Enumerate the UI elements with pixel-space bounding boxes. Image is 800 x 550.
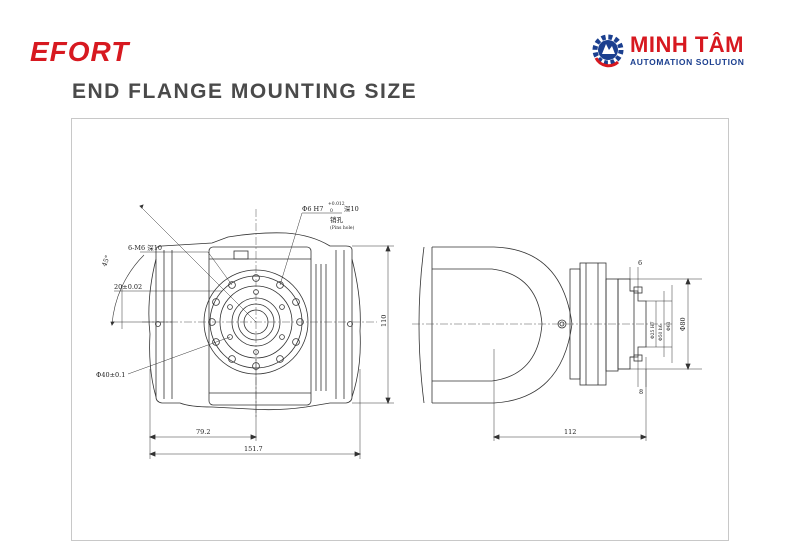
pin-label-cn: 销孔 (330, 215, 344, 224)
pin-depth-label: 深10 (344, 204, 359, 213)
minhtam-logo: MINH TÂM AUTOMATION SOLUTION (590, 30, 770, 70)
screws-label: 6-M6 深10 (128, 243, 162, 252)
height-label: 110 (380, 315, 388, 327)
minhtam-tagline: AUTOMATION SOLUTION (630, 57, 745, 67)
bottom-label: 8 (639, 388, 643, 396)
length-label: 112 (564, 428, 576, 436)
width-inner-label: 79.2 (196, 428, 210, 436)
dia-25-label: Φ25 H7 (650, 321, 656, 339)
angle-label: 45° (100, 254, 111, 268)
efort-logo: EFORT (30, 36, 130, 67)
pin-tol-upper: +0.012 (328, 201, 345, 207)
front-view (148, 232, 361, 411)
width-total-label: 151.7 (244, 445, 263, 453)
pin-tol-lower: 0 (330, 208, 333, 214)
pin-hole-label: Φ6 H7 (302, 205, 323, 213)
page-title: END FLANGE MOUNTING SIZE (72, 80, 418, 103)
drawing-svg: 45° 6-M6 深10 Φ6 H7 +0.012 0 深10 销孔 (Pins… (96, 201, 702, 459)
minhtam-gear-icon (592, 34, 624, 68)
dia-80-label: Φ80 (679, 317, 687, 331)
pin-label-en: (Pins hole) (330, 224, 355, 231)
flange-top-label: 6 (638, 259, 642, 267)
offset-label: 20±0.02 (114, 283, 142, 291)
side-view (418, 246, 647, 404)
dia-63-label: Φ63 (666, 321, 672, 331)
dia-50-label: Φ50 h6 (658, 324, 664, 341)
circle-label: Φ40±0.1 (96, 371, 125, 379)
minhtam-name: MINH TÂM (630, 32, 744, 57)
technical-drawing: 45° 6-M6 深10 Φ6 H7 +0.012 0 深10 销孔 (Pins… (71, 118, 729, 541)
